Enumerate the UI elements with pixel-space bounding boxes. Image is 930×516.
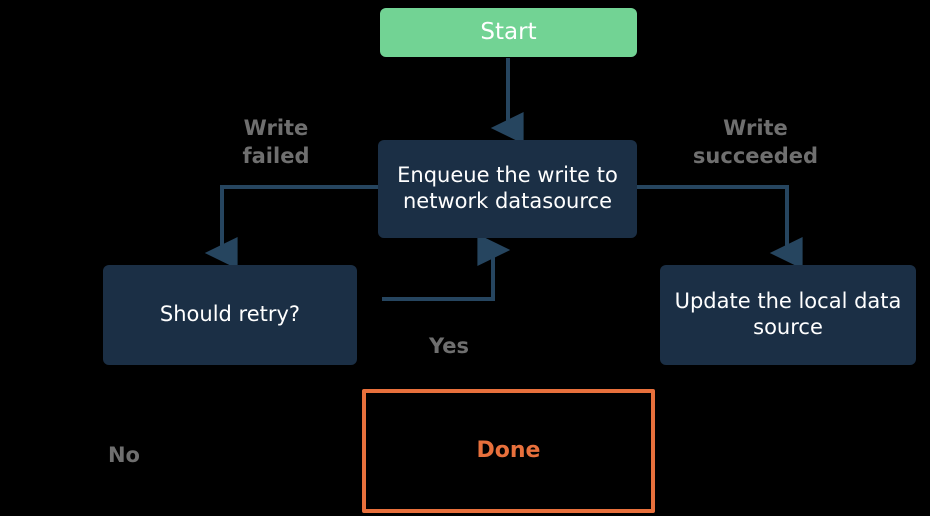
node-update-local-data-source-label: Update the local data source: [674, 289, 902, 339]
node-enqueue-write[interactable]: Enqueue the write to network datasource: [378, 140, 637, 238]
edge-label-write-succeeded: Write succeeded: [692, 116, 819, 168]
edge-enqueue-to-update-local: [637, 185, 803, 269]
node-update-local-data-source[interactable]: Update the local data source: [660, 265, 916, 365]
node-start-label: Start: [480, 19, 537, 46]
node-start[interactable]: Start: [380, 8, 637, 57]
edge-label-no: No: [107, 443, 140, 467]
edge-should-retry-to-enqueue: [382, 234, 511, 301]
node-done-label: Done: [476, 437, 541, 463]
edge-enqueue-to-should-retry: [204, 185, 378, 269]
node-done[interactable]: Done: [362, 389, 655, 513]
edge-label-write-failed: Write failed: [242, 116, 310, 168]
node-should-retry-label: Should retry?: [159, 302, 301, 327]
node-should-retry[interactable]: Should retry?: [103, 265, 357, 365]
node-enqueue-write-label: Enqueue the write to network datasource: [397, 163, 618, 213]
edge-label-yes: Yes: [428, 334, 470, 358]
